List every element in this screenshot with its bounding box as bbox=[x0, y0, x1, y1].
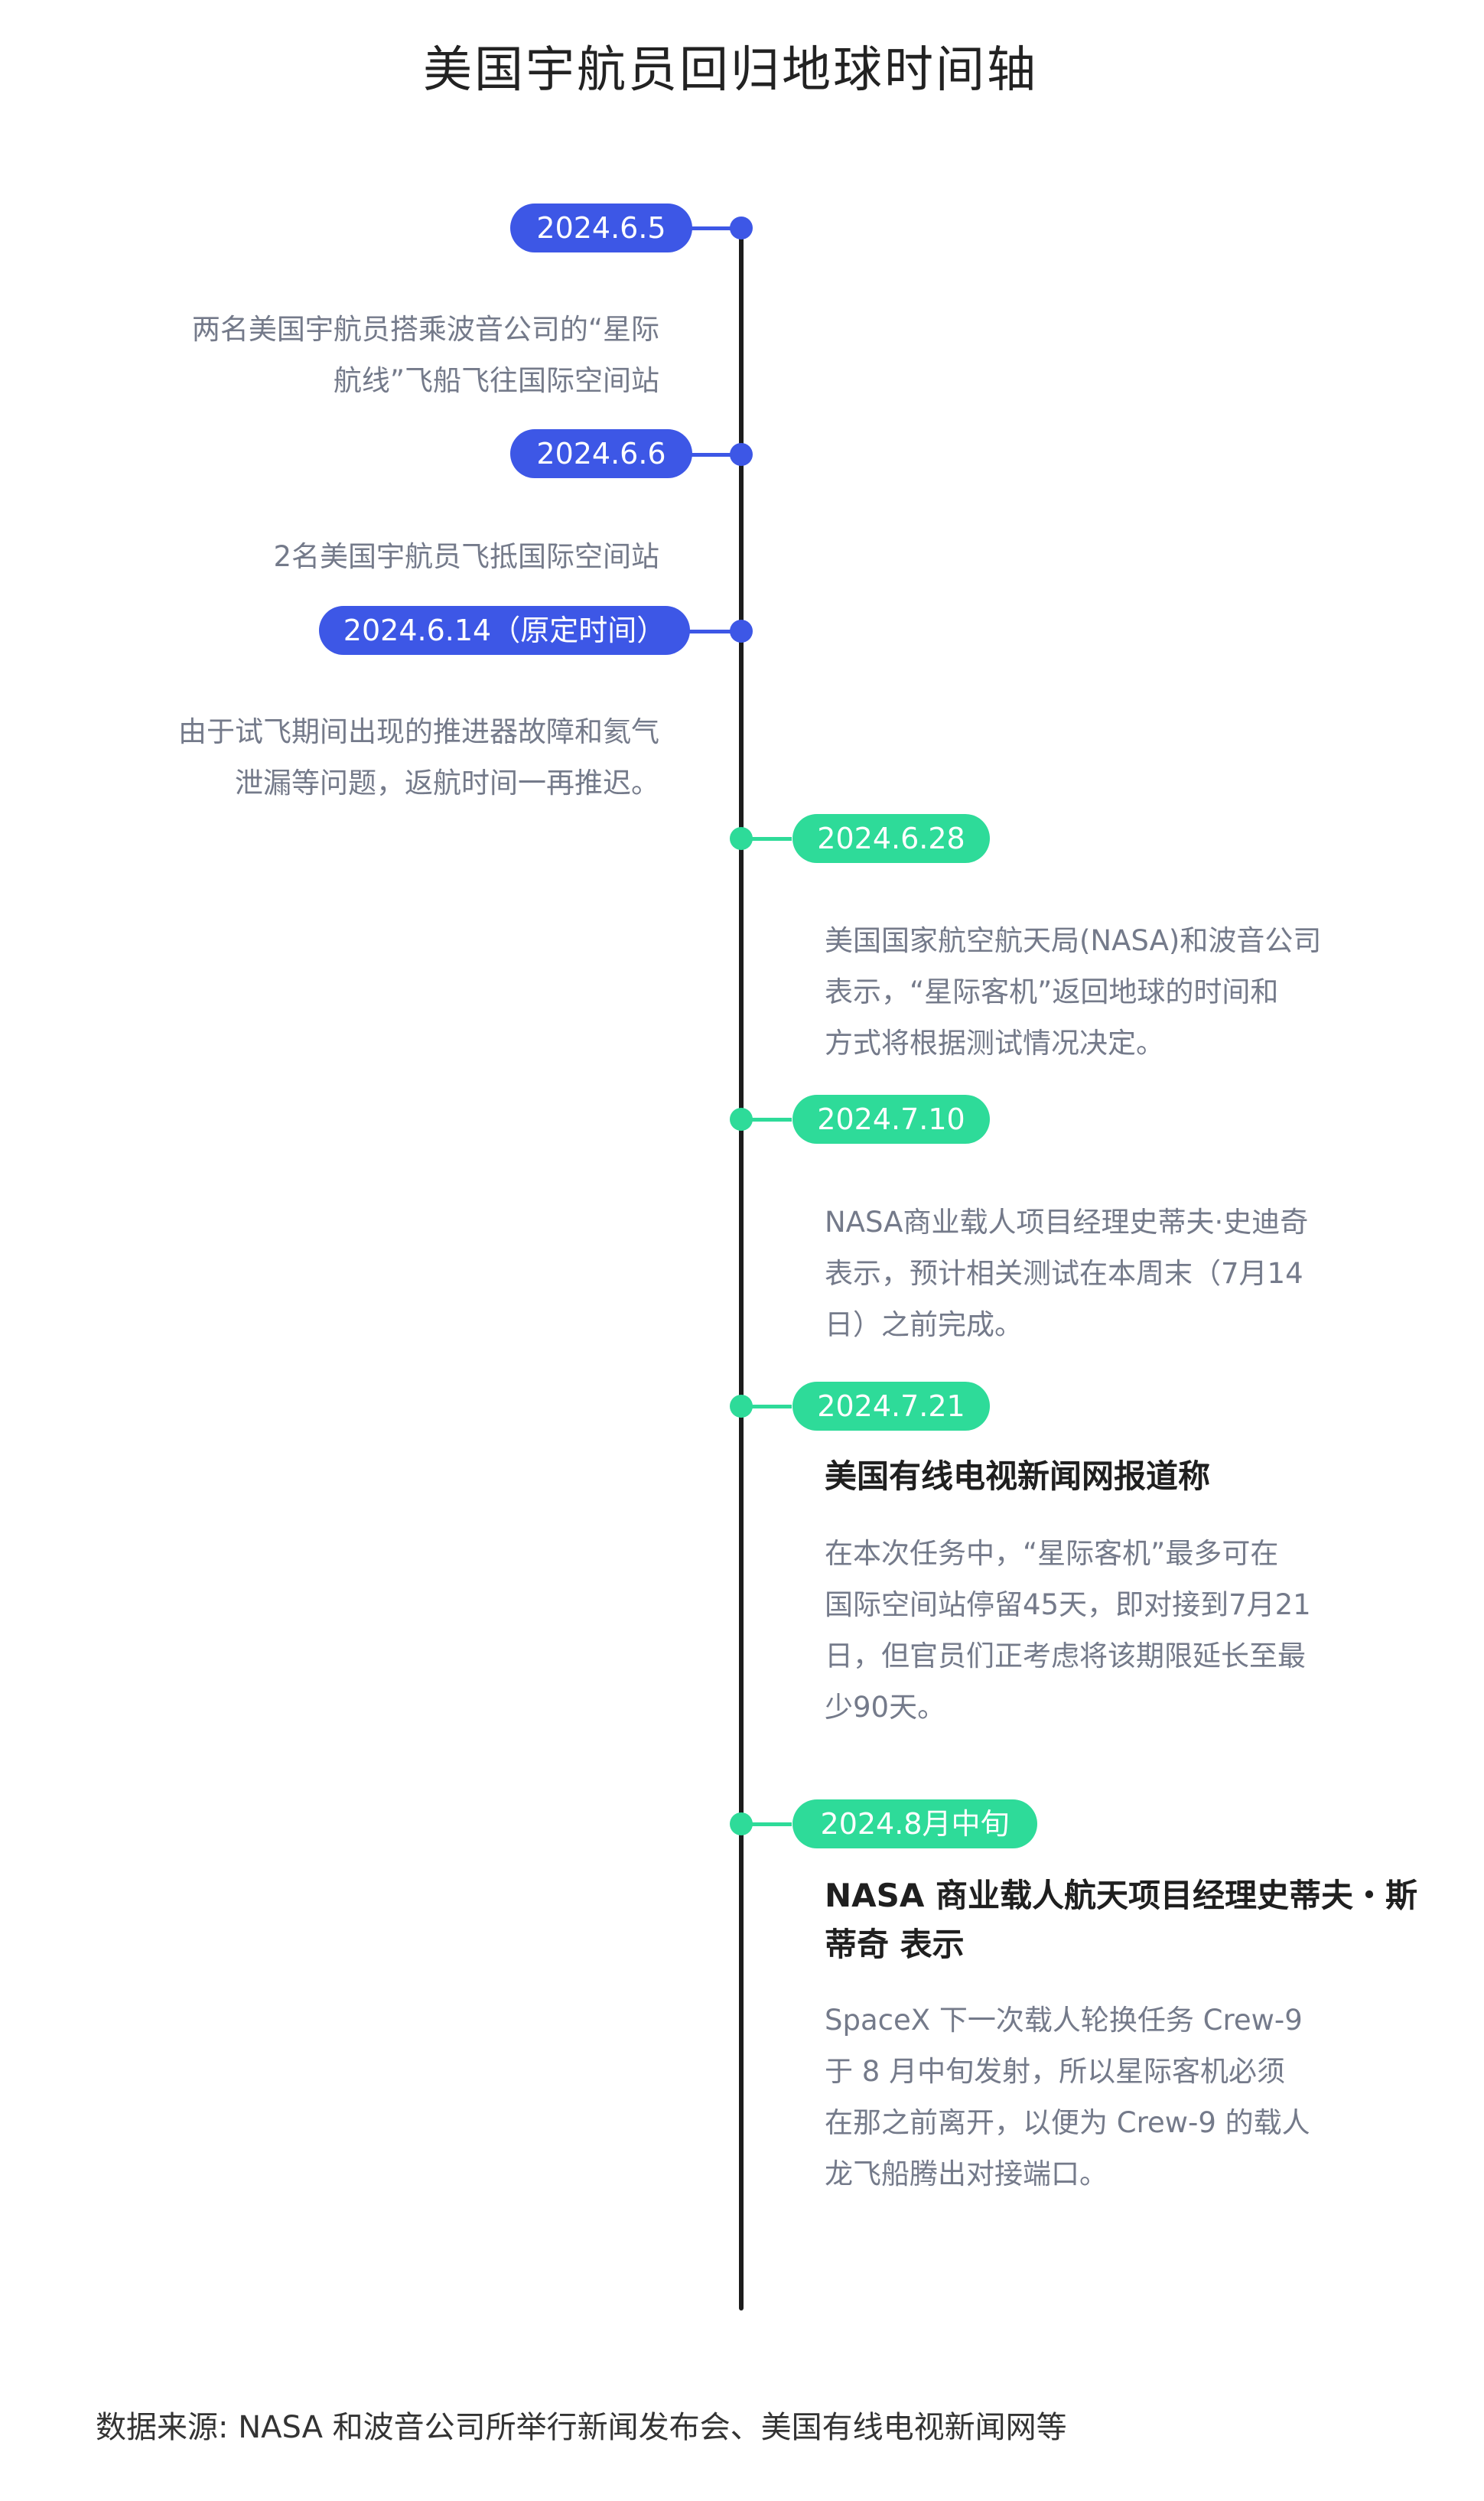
timeline-spine bbox=[739, 226, 744, 2310]
connector-line bbox=[741, 837, 792, 841]
description-line: 由于试飞期间出现的推进器故障和氦气 bbox=[178, 715, 659, 748]
event-description: SpaceX 下一次载人轮换任务 Crew-9 于 8 月中旬发射，所以星际客机… bbox=[825, 1995, 1452, 2200]
source-footnote: 数据来源: NASA 和波音公司所举行新闻发布会、美国有线电视新闻网等 bbox=[96, 2410, 1067, 2445]
description-line: 日）之前完成。 bbox=[825, 1308, 1023, 1341]
event-description: 美国国家航空航天局(NASA)和波音公司 表示，“星际客机”返回地球的时间和 方… bbox=[825, 915, 1452, 1069]
description-line: 在本次任务中，“星际客机”最多可在 bbox=[825, 1537, 1279, 1570]
page-title: 美国宇航员回归地球时间轴 bbox=[423, 42, 1038, 99]
timeline-dot bbox=[730, 1395, 753, 1418]
date-pill: 2024.7.21 bbox=[792, 1382, 990, 1431]
connector-line bbox=[741, 1405, 792, 1408]
timeline-dot bbox=[730, 1108, 753, 1131]
timeline-dot bbox=[730, 1812, 753, 1835]
description-line: SpaceX 下一次载人轮换任务 Crew-9 bbox=[825, 2004, 1303, 2037]
event-heading: 美国有线电视新闻网报道称 bbox=[825, 1452, 1452, 1501]
connector-line bbox=[686, 630, 741, 633]
event-description: 两名美国宇航员搭乘波音公司的“星际 航线”飞船飞往国际空间站 bbox=[61, 304, 659, 406]
date-pill: 2024.6.6 bbox=[510, 429, 692, 478]
description-line: 2名美国宇航员飞抵国际空间站 bbox=[273, 540, 659, 573]
description-line: 日，但官员们正考虑将该期限延长至最 bbox=[825, 1640, 1306, 1672]
description-line: 少90天。 bbox=[825, 1691, 946, 1724]
heading-line: 美国有线电视新闻网报道称 bbox=[825, 1457, 1211, 1495]
description-line: 两名美国宇航员搭乘波音公司的“星际 bbox=[191, 313, 659, 346]
description-line: 国际空间站停留45天，即对接到7月21 bbox=[825, 1588, 1311, 1621]
event-description: 由于试飞期间出现的推进器故障和氦气 泄漏等问题，返航时间一再推迟。 bbox=[61, 706, 659, 809]
heading-line: 蒂奇 表示 bbox=[825, 1926, 965, 1963]
date-pill: 2024.6.5 bbox=[510, 204, 692, 252]
timeline-dot bbox=[730, 620, 753, 643]
description-line: NASA商业载人项目经理史蒂夫·史迪奇 bbox=[825, 1206, 1309, 1239]
description-line: 表示，“星际客机”返回地球的时间和 bbox=[825, 975, 1279, 1008]
timeline-dot bbox=[730, 443, 753, 466]
connector-line bbox=[691, 226, 741, 230]
event-description: 在本次任务中，“星际客机”最多可在 国际空间站停留45天，即对接到7月21 日，… bbox=[825, 1528, 1452, 1733]
event-heading: NASA 商业载人航天项目经理史蒂夫・斯 蒂奇 表示 bbox=[825, 1871, 1467, 1969]
date-pill: 2024.7.10 bbox=[792, 1095, 990, 1144]
heading-line: NASA 商业载人航天项目经理史蒂夫・斯 bbox=[825, 1877, 1418, 1914]
timeline-dot bbox=[730, 827, 753, 850]
date-pill: 2024.6.28 bbox=[792, 814, 990, 863]
description-line: 泄漏等问题，返航时间一再推迟。 bbox=[235, 767, 659, 799]
description-line: 于 8 月中旬发射，所以星际客机必须 bbox=[825, 2055, 1286, 2088]
event-description: NASA商业载人项目经理史蒂夫·史迪奇 表示，预计相关测试在本周末（7月14 日… bbox=[825, 1197, 1452, 1350]
description-line: 方式将根据测试情况决定。 bbox=[825, 1027, 1164, 1060]
description-line: 表示，预计相关测试在本周末（7月14 bbox=[825, 1257, 1303, 1290]
connector-line bbox=[741, 1118, 792, 1122]
connector-line bbox=[691, 453, 741, 457]
connector-line bbox=[741, 1822, 792, 1826]
event-description: 2名美国宇航员飞抵国际空间站 bbox=[61, 531, 659, 582]
date-pill: 2024.6.14（原定时间） bbox=[319, 606, 690, 655]
description-line: 航线”飞船飞往国际空间站 bbox=[333, 364, 659, 397]
description-line: 龙飞船腾出对接端口。 bbox=[825, 2157, 1108, 2190]
description-line: 在那之前离开，以便为 Crew-9 的载人 bbox=[825, 2106, 1310, 2139]
date-pill: 2024.8月中旬 bbox=[792, 1799, 1037, 1848]
description-line: 美国国家航空航天局(NASA)和波音公司 bbox=[825, 924, 1322, 957]
timeline-dot bbox=[730, 217, 753, 239]
